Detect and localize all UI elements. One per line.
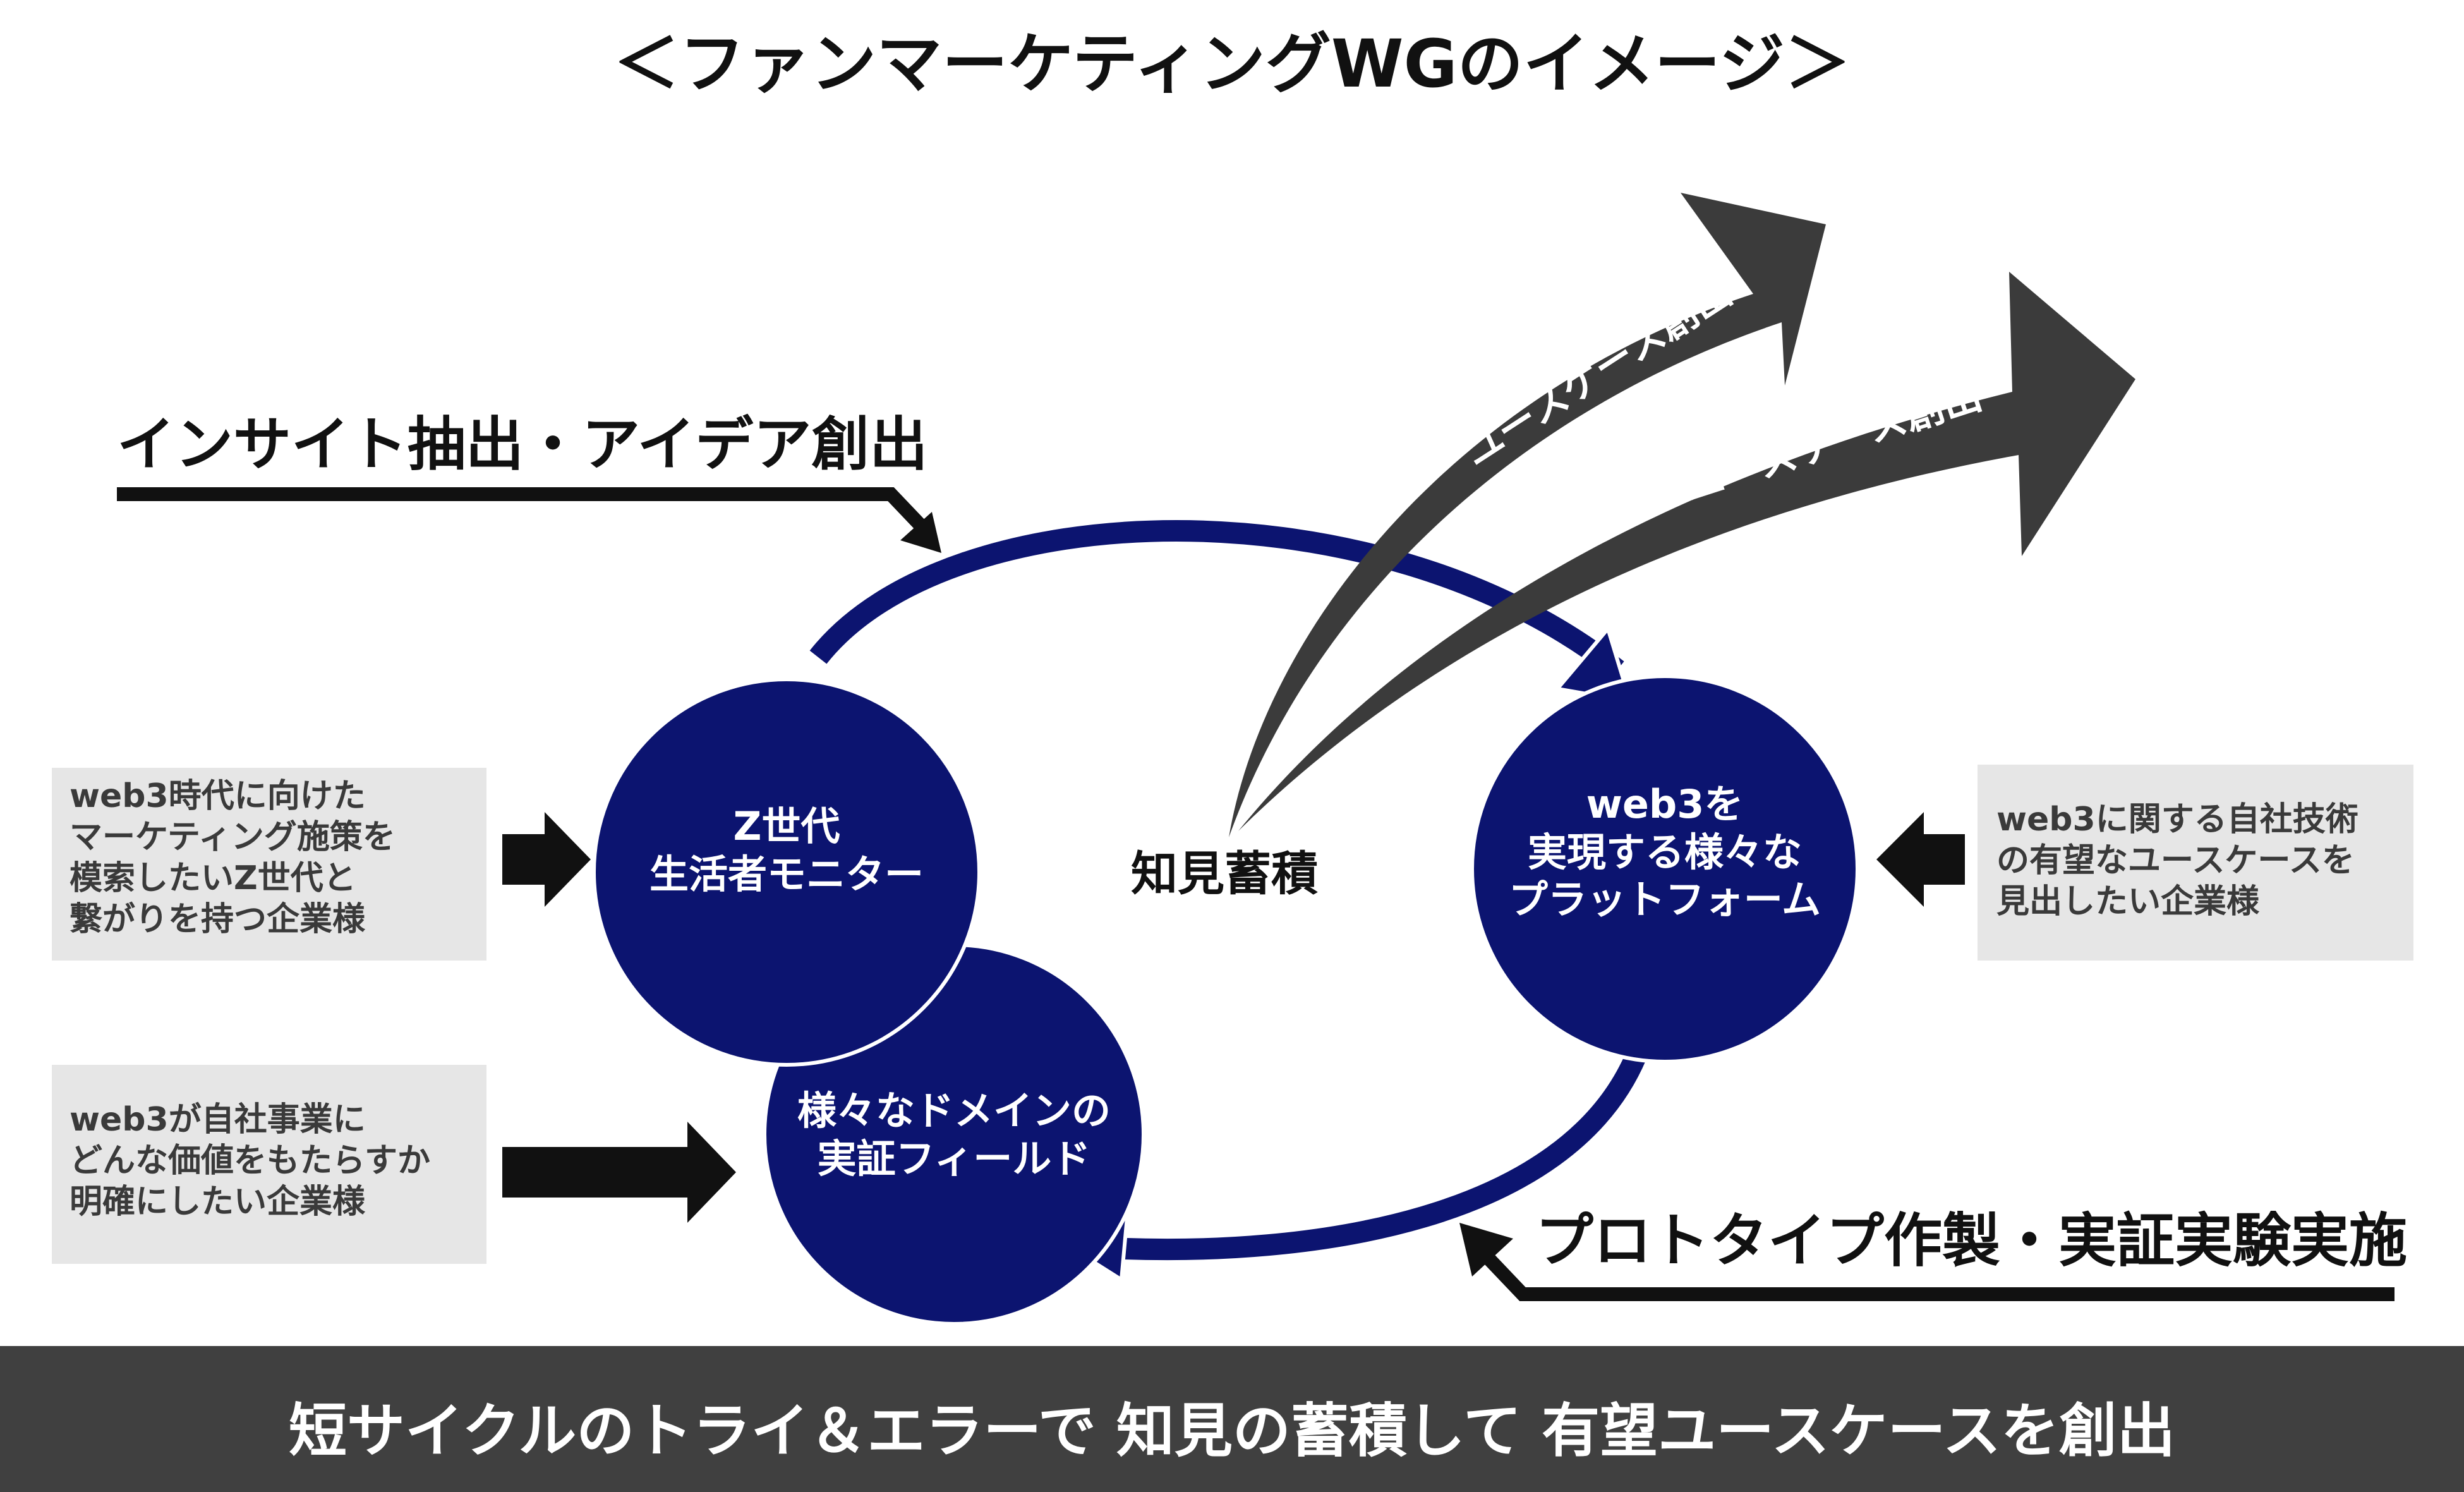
prototype-pointer-head [1459, 1223, 1513, 1277]
use-case-label-1: ユースケース創出 [1455, 269, 1740, 476]
footer-bar [0, 1346, 2464, 1492]
box-left-top-text: web3時代に向けた マーケティング施策を 模索したいZ世代と 繋がりを持つ企業… [69, 777, 396, 938]
page-title: ＜ファンマーケティングWGのイメージ＞ [613, 25, 1851, 102]
insight-pointer-head [900, 512, 941, 553]
use-case-arrow-1 [1229, 193, 1826, 837]
circle-platform [1470, 674, 1859, 1064]
use-case-arrow-2 [1238, 272, 2135, 831]
box-left-top-arrow [502, 812, 591, 907]
cycle-arc-bottom [1108, 1051, 1646, 1261]
cycle-arc-top [809, 520, 1624, 679]
circle-platform-label: web3を 実現する様々な プラットフォーム [1508, 781, 1821, 923]
insight-pointer-line [117, 487, 934, 539]
cycle-label-top: インサイト抽出・アイデア創出 [117, 411, 928, 478]
box-right-arrow [1876, 812, 1965, 907]
box-left-bottom [52, 1065, 486, 1264]
center-label: 知見蓄積 [1131, 847, 1318, 901]
box-left-bottom-arrow [502, 1122, 736, 1223]
prototype-pointer-line [1480, 1249, 2395, 1301]
footer-text: 短サイクルのトライ＆エラーで 知見の蓄積して 有望ユースケースを創出 [289, 1397, 2175, 1465]
circle-field-label: 様々なドメインの 実証フィールド [797, 1088, 1111, 1182]
box-right-text: web3に関する自社技術 の有望なユースケースを 見出したい企業様 [1996, 801, 2358, 921]
box-right [1978, 765, 2413, 961]
cycle-label-bottom: プロトタイプ作製・実証実験実施 [1535, 1207, 2408, 1275]
circle-gen-z-label: Z世代 生活者モニター [649, 803, 924, 897]
circle-gen-z [592, 677, 981, 1067]
box-left-bottom-text: web3が自社事業に どんな価値をもたらすか 明確にしたい企業様 [69, 1101, 430, 1221]
box-left-top [52, 768, 486, 961]
